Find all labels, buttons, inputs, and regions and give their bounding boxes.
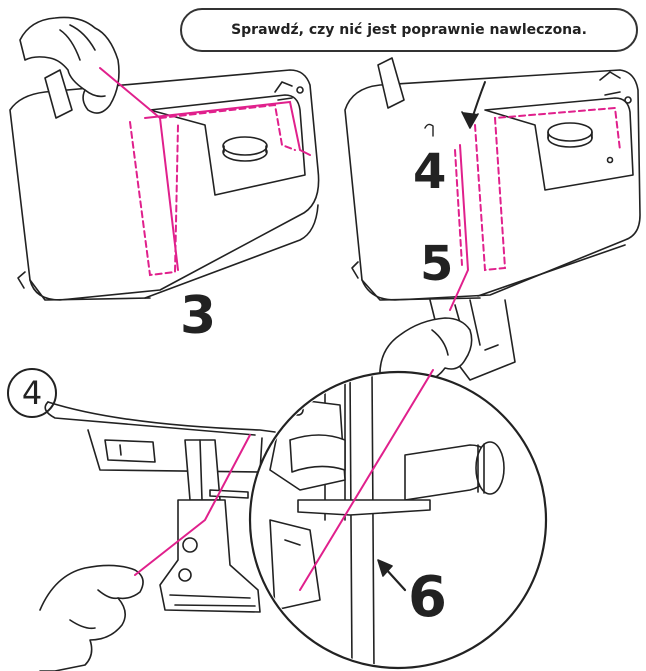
step-label-5: 5 [420, 240, 453, 288]
magnifier-circle [250, 372, 546, 671]
step-label-3: 3 [180, 290, 216, 342]
callout-text: Sprawdź, czy nić jest poprawnie nawleczo… [231, 22, 587, 38]
machine-head-right [345, 58, 640, 380]
step-label-4: 4 [413, 148, 446, 196]
hand-bottom-left [40, 565, 143, 671]
circled-step-4: 4 [7, 368, 57, 418]
instruction-callout: Sprawdź, czy nić jest poprawnie nawleczo… [180, 8, 638, 52]
step-label-6: 6 [408, 570, 447, 626]
